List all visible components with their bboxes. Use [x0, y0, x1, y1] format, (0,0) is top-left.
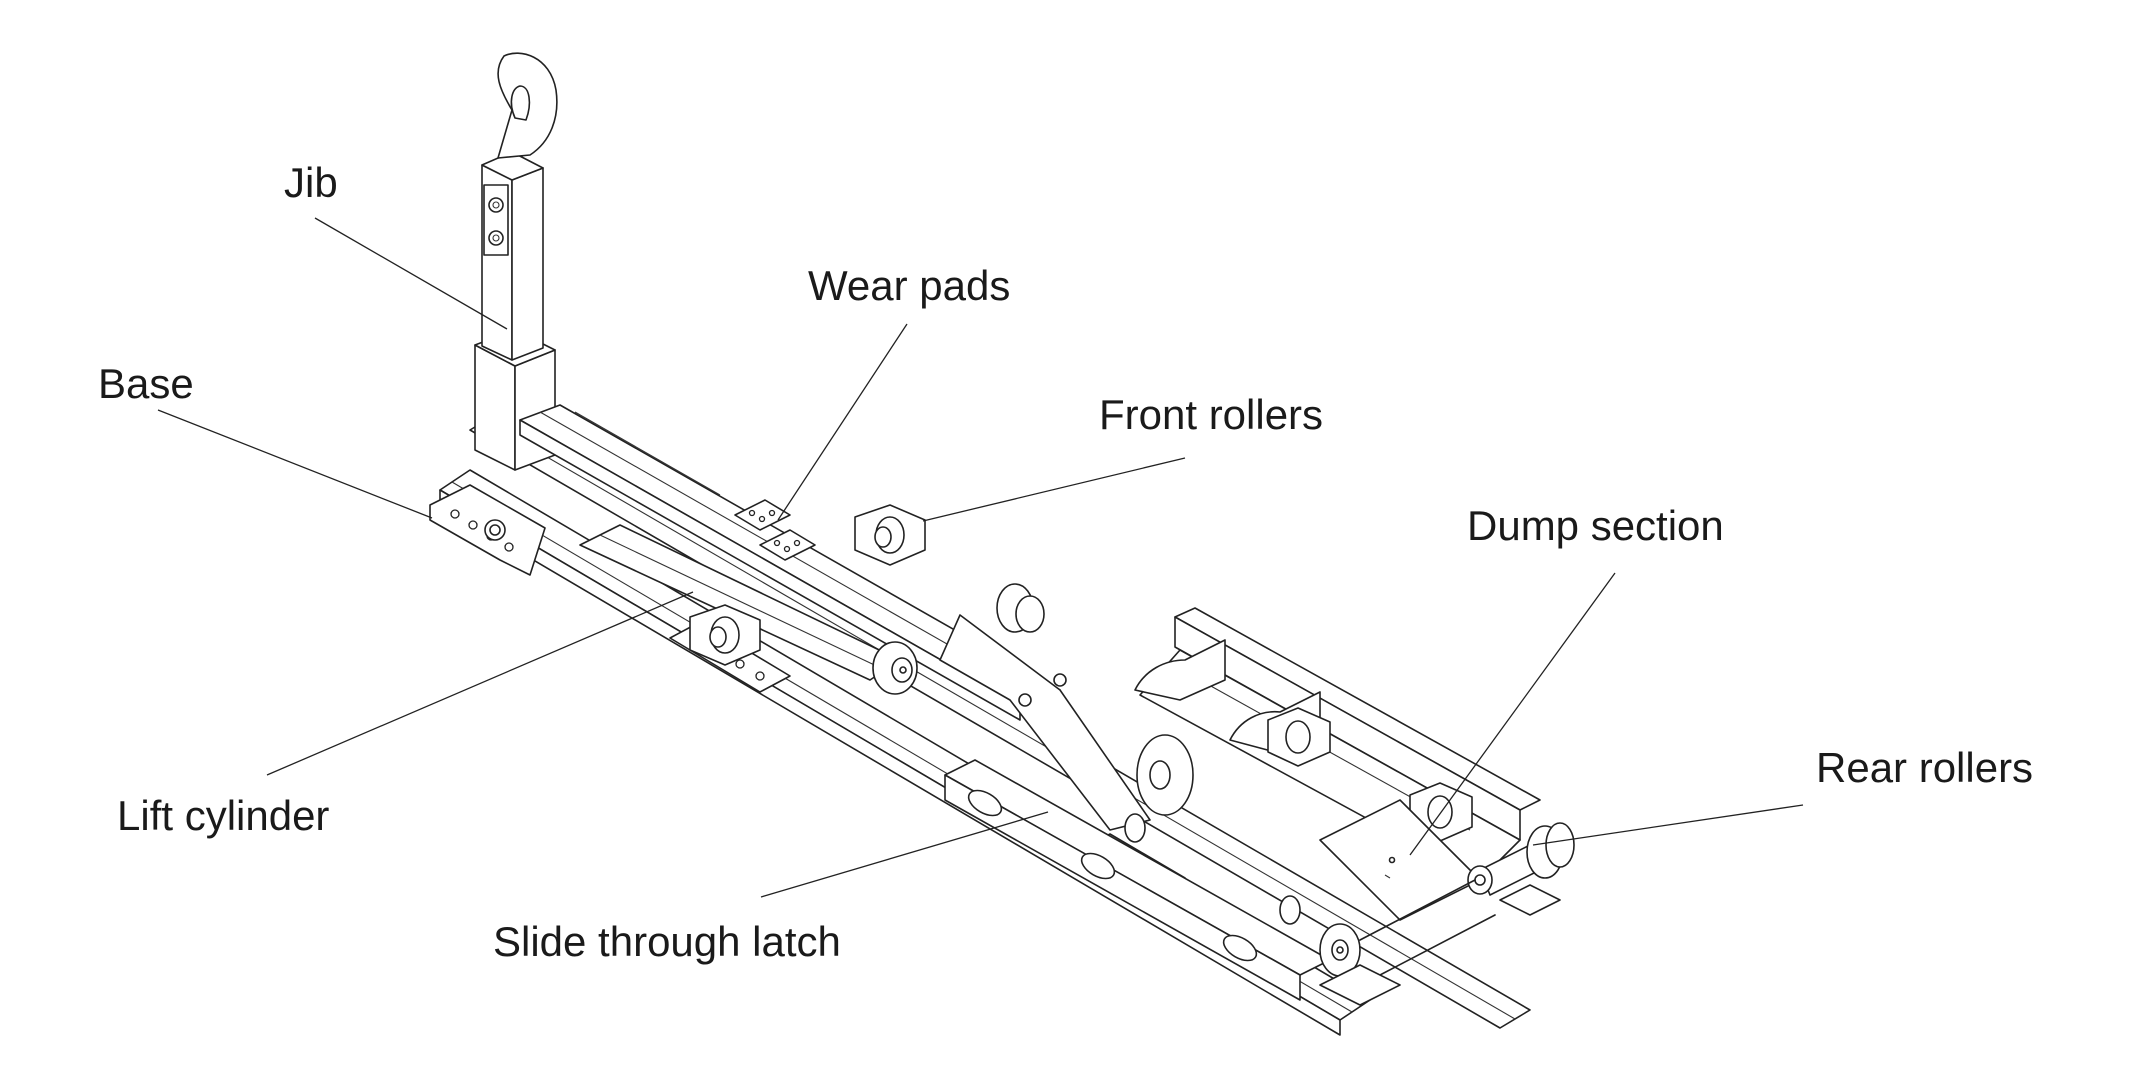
wear-pads [734, 499, 816, 561]
leader-lift-cylinder [266, 591, 694, 776]
hooklift-drawing [429, 52, 1575, 1036]
label-jib: Jib [284, 159, 338, 206]
leader-rear-rollers [1532, 804, 1804, 846]
leader-dump-section [1409, 572, 1616, 856]
leader-front-rollers [922, 457, 1186, 522]
label-base: Base [98, 360, 194, 407]
label-lift-cylinder: Lift cylinder [117, 792, 329, 839]
labels: Jib Base Wear pads Front rollers Dump se… [98, 159, 2033, 965]
link-plate [939, 614, 1194, 831]
label-wear-pads: Wear pads [808, 262, 1010, 309]
dump-section [1134, 607, 1541, 921]
label-rear-rollers: Rear rollers [1816, 744, 2033, 791]
lift-cylinder [579, 524, 918, 695]
leader-slide-through-latch [760, 811, 1049, 898]
label-dump-section: Dump section [1467, 502, 1724, 549]
label-slide-through-latch: Slide through latch [493, 918, 841, 965]
leader-jib [314, 217, 508, 330]
jib [474, 52, 558, 471]
rear-rollers [1319, 822, 1575, 1006]
front-rollers [689, 504, 1045, 666]
label-front-rollers: Front rollers [1099, 391, 1323, 438]
base-plate [429, 484, 546, 576]
leader-base [157, 409, 433, 519]
leader-lines [157, 217, 1804, 898]
leader-wear-pads [777, 323, 908, 521]
